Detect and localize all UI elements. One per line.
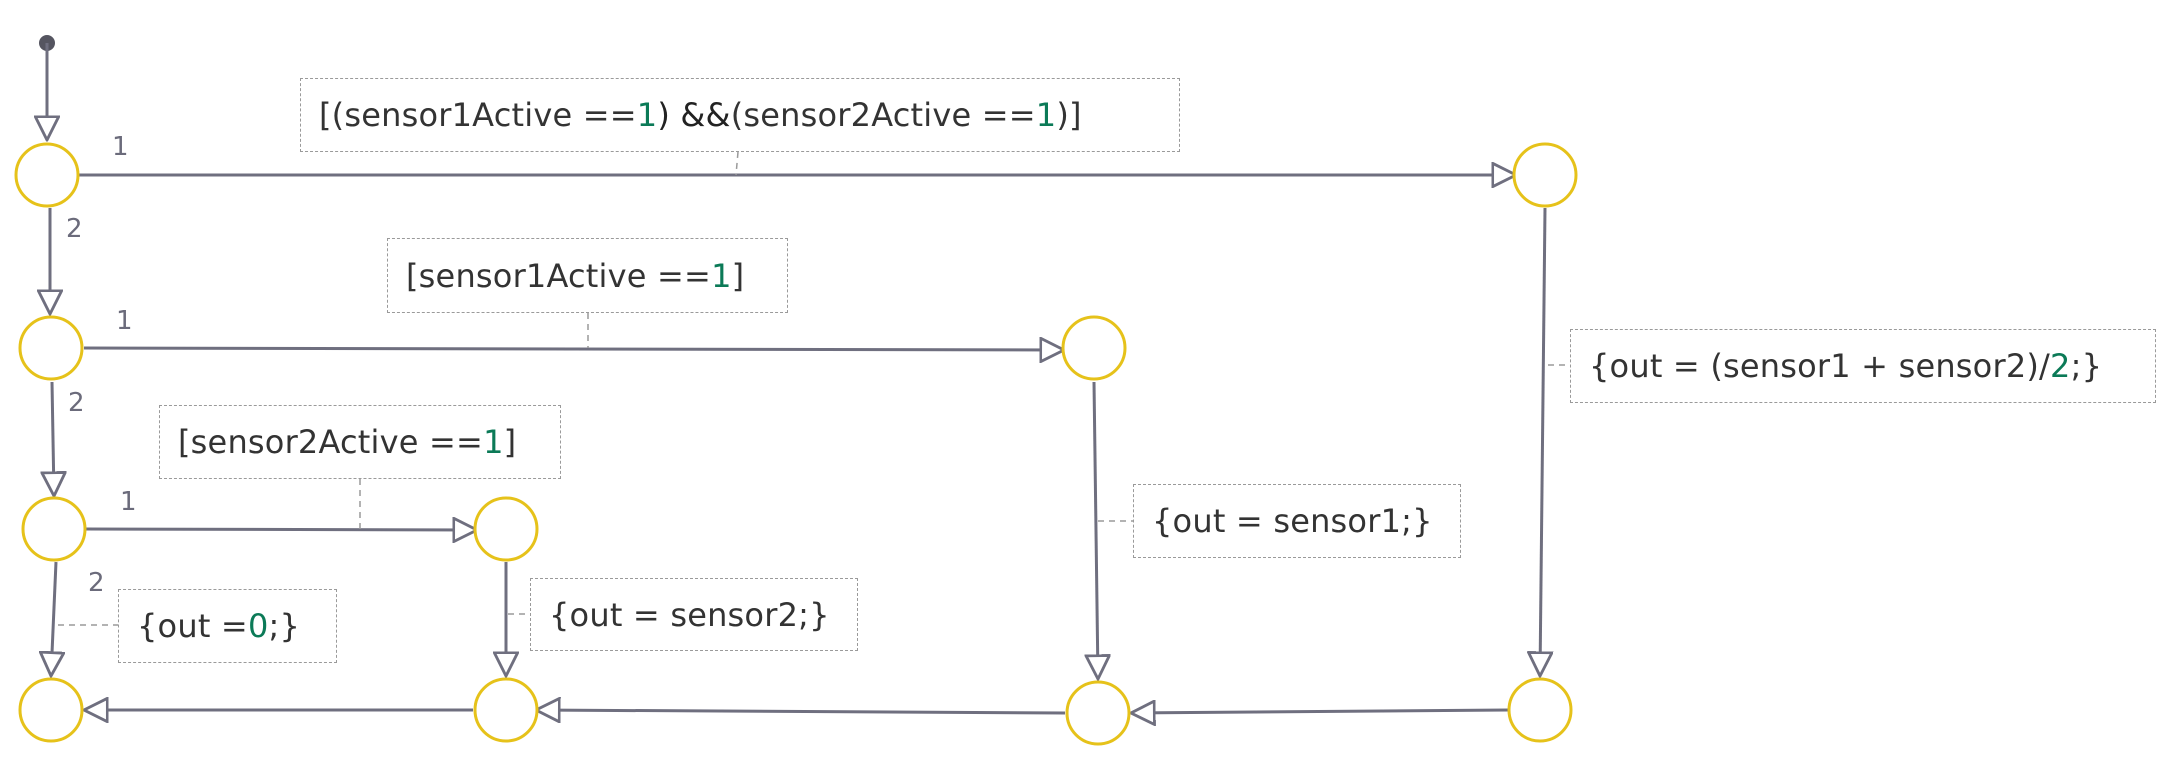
junction-top-right[interactable]: [1512, 142, 1578, 208]
transition-j2-to-j3[interactable]: [52, 381, 54, 496]
junction-sensor2[interactable]: [473, 496, 539, 562]
order-label-t4: 2: [68, 388, 85, 418]
action-text: {out = sensor2;}: [549, 595, 830, 634]
condition-text: (sensor2Active ==: [730, 96, 1036, 134]
action-label-sensor1[interactable]: {out = sensor1;}: [1133, 484, 1461, 558]
action-text: {out = (sensor1 + sensor2)/: [1589, 347, 2051, 385]
junction-sensor1[interactable]: [1061, 315, 1127, 381]
junction-2[interactable]: [18, 315, 84, 381]
transition-j3-to-bottom[interactable]: [51, 561, 56, 676]
transition-sensor1-active[interactable]: [83, 348, 1064, 350]
condition-text: ]: [731, 256, 745, 295]
numeric-literal: 1: [483, 423, 504, 461]
transition-sensor1-down[interactable]: [1094, 381, 1098, 679]
leader-both-active: [735, 151, 739, 176]
action-label-average[interactable]: {out = (sensor1 + sensor2)/2;}: [1570, 329, 2156, 403]
action-text: {out = sensor1;}: [1152, 502, 1433, 540]
order-label-t6: 2: [88, 568, 105, 598]
action-label-zero[interactable]: {out = 0;}: [118, 589, 337, 663]
condition-text: [sensor1Active ==: [406, 256, 712, 295]
numeric-literal: 1: [1035, 96, 1057, 134]
condition-text: [sensor2Active ==: [178, 423, 484, 461]
junction-3[interactable]: [21, 496, 87, 562]
junction-bottom-end[interactable]: [18, 677, 84, 743]
action-text: ;}: [2070, 347, 2103, 385]
junction-bottom-left[interactable]: [473, 677, 539, 743]
condition-text: ) &&: [657, 96, 731, 134]
transition-sensor2-active[interactable]: [85, 529, 477, 530]
transition-bottom-right-to-mid[interactable]: [1131, 710, 1509, 713]
condition-text: )]: [1056, 96, 1082, 134]
order-label-t1: 1: [112, 132, 129, 162]
action-label-sensor2[interactable]: {out = sensor2;}: [530, 578, 858, 651]
numeric-literal: 1: [636, 96, 658, 134]
junction-1[interactable]: [14, 142, 80, 208]
numeric-literal: 0: [247, 607, 269, 645]
condition-label-sensor2-active[interactable]: [sensor2Active == 1]: [159, 405, 561, 479]
numeric-literal: 2: [2050, 347, 2071, 385]
condition-text: ]: [503, 423, 517, 461]
junction-bottom-mid[interactable]: [1065, 680, 1131, 746]
transition-bottom-mid-to-left[interactable]: [536, 710, 1066, 713]
junction-bottom-right[interactable]: [1507, 677, 1573, 743]
order-label-t5: 1: [120, 487, 137, 517]
order-label-t2: 2: [66, 214, 83, 244]
action-text: ;}: [268, 607, 301, 645]
action-text: {out =: [137, 607, 248, 645]
condition-label-sensor1-active[interactable]: [sensor1Active == 1]: [387, 238, 788, 313]
order-label-t3: 1: [116, 306, 133, 336]
transition-avg-down[interactable]: [1540, 207, 1545, 676]
condition-text: [(sensor1Active ==: [319, 96, 637, 134]
condition-label-both-active[interactable]: [(sensor1Active == 1) && (sensor2Active …: [300, 78, 1180, 152]
numeric-literal: 1: [711, 256, 732, 295]
